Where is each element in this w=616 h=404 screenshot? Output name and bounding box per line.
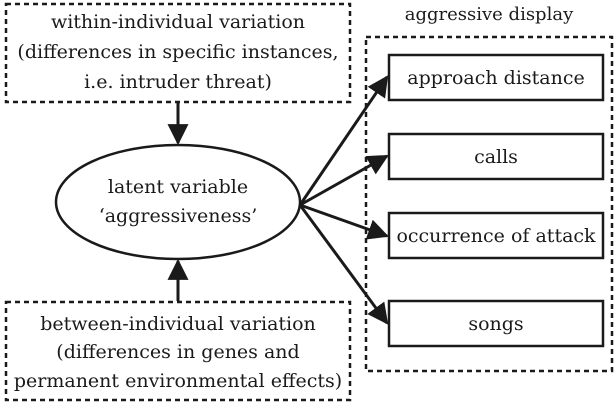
between-variation-box: between-individual variation (difference…: [4, 300, 352, 402]
latent-variable-node: latent variable ‘aggressiveness’: [54, 143, 302, 261]
within-variation-line-3: i.e. intruder threat): [84, 71, 272, 93]
aggressive-display-title: aggressive display: [405, 4, 574, 25]
display-item-label: songs: [468, 313, 523, 335]
within-variation-line-1: within-individual variation: [51, 11, 305, 33]
between-variation-line-2: (differences in genes and: [56, 341, 299, 363]
display-item-label: calls: [474, 146, 518, 168]
aggressive-display-border: [364, 35, 614, 373]
aggressive-display-group: aggressive display approach distance cal…: [364, 4, 614, 373]
within-variation-line-2: (differences in specific instances,: [17, 41, 338, 63]
between-variation-line-3: permanent environmental effects): [14, 370, 342, 392]
display-item-occurrence-of-attack: occurrence of attack: [387, 211, 605, 260]
display-item-label: approach distance: [407, 67, 585, 89]
within-variation-box: within-individual variation (differences…: [4, 2, 352, 104]
latent-variable-ellipse: [54, 143, 302, 261]
arrow-latent-to-occurrence-of-attack: [299, 203, 389, 240]
display-item-box: [387, 299, 605, 348]
latent-variable-line-1: latent variable: [108, 176, 248, 198]
display-item-songs: songs: [387, 299, 605, 348]
display-item-label: occurrence of attack: [396, 225, 596, 247]
display-item-approach-distance: approach distance: [387, 53, 605, 102]
display-item-box: [387, 53, 605, 102]
arrow-latent-to-songs: [298, 204, 389, 325]
display-item-box: [387, 211, 605, 260]
between-variation-border: [4, 300, 352, 402]
latent-variable-line-2: ‘aggressiveness’: [99, 205, 258, 227]
display-item-box: [387, 132, 605, 181]
display-item-calls: calls: [387, 132, 605, 181]
within-variation-border: [4, 2, 352, 104]
arrow-latent-to-approach-distance: [298, 75, 389, 206]
between-variation-line-1: between-individual variation: [40, 313, 316, 335]
arrow-latent-to-calls: [299, 154, 389, 207]
